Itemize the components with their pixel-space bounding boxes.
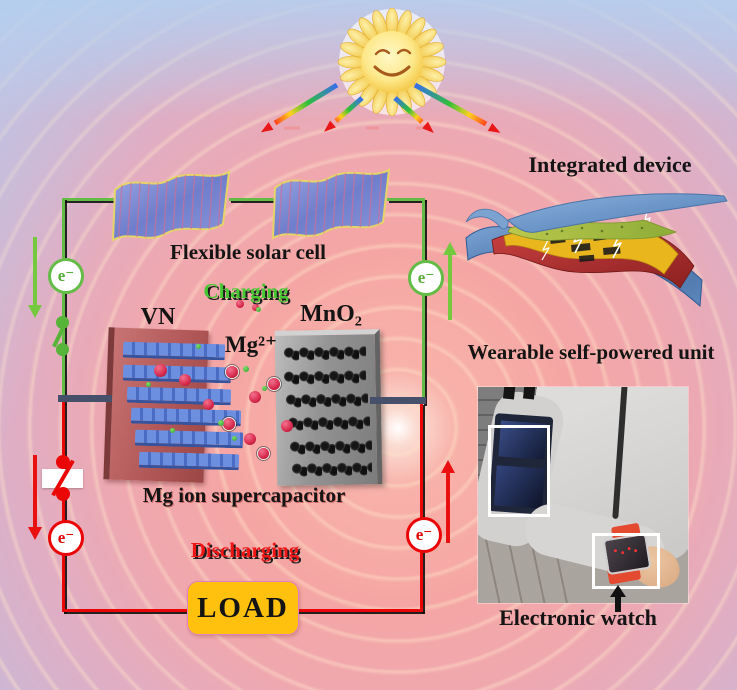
mg-ion <box>258 448 269 459</box>
mno2-sphere-row <box>291 460 373 479</box>
integrated-device-illustration <box>465 193 728 308</box>
armband-strap <box>502 387 517 400</box>
integrated-device-title: Integrated device <box>528 152 692 177</box>
mg-ion <box>249 391 261 403</box>
discharging-label: Discharging <box>190 538 300 562</box>
electrolyte-dot <box>170 428 175 433</box>
mg-ion-label: Mg²⁺ <box>224 332 278 357</box>
vn-nanowire-row <box>122 364 232 384</box>
electronic-watch-caption: Electronic watch <box>499 605 657 630</box>
electrolyte-dot <box>196 344 201 349</box>
electrolyte-dot <box>262 386 267 391</box>
mno2-sphere-row <box>289 438 373 457</box>
mno2-sphere-row <box>283 368 367 387</box>
supercapacitor-caption: Mg ion supercapacitor <box>142 483 346 507</box>
cathode-label: MnO₂ <box>300 301 362 327</box>
charging-wire-top-right <box>387 198 425 201</box>
highlight-box-armband <box>488 425 550 517</box>
electrolyte-dot <box>256 307 261 312</box>
armband-strap <box>522 387 537 400</box>
mg-ion <box>236 300 244 308</box>
discharging-wire-right <box>420 403 423 612</box>
anode-terminal-tab <box>58 395 112 402</box>
vn-nanowire-row <box>122 341 226 361</box>
electrolyte-dot <box>232 436 237 441</box>
vn-nanowire-row <box>134 429 244 449</box>
anode-label: VN <box>140 304 176 330</box>
charging-label: Charging <box>203 279 289 303</box>
electrolyte-dot <box>146 382 151 387</box>
mg-ion <box>154 364 167 377</box>
charging-wire-right <box>422 198 425 404</box>
cathode-terminal-tab <box>370 397 426 404</box>
charging-wire-top-left <box>62 198 126 201</box>
discharging-wire-bottom-right <box>294 609 423 612</box>
wearable-photo <box>478 387 688 603</box>
discharging-wire-left <box>62 402 65 612</box>
mg-ion <box>223 418 235 430</box>
mg-ion <box>268 378 280 390</box>
discharging-wire-bottom-left <box>62 609 190 612</box>
mg-ion <box>203 399 214 410</box>
mg-ion <box>179 374 191 386</box>
solar-cell-caption: Flexible solar cell <box>170 240 326 264</box>
vn-nanowire-row <box>126 386 232 406</box>
charging-wire-left <box>62 198 65 403</box>
electron-icon: e⁻ <box>406 517 442 553</box>
electrolyte-dot <box>218 420 224 426</box>
mno2-sphere-row <box>285 391 369 410</box>
load-box: LOAD <box>187 581 299 635</box>
mg-ion <box>281 420 293 432</box>
flexible-solar-panel-left <box>111 170 231 242</box>
mno2-sphere-row <box>287 414 371 433</box>
flexible-solar-panel-right <box>271 168 391 240</box>
electron-icon: e⁻ <box>408 260 444 296</box>
mno2-sphere-row <box>283 344 367 363</box>
wearable-unit-caption: Wearable self-powered unit <box>467 340 715 364</box>
mg-ion <box>226 366 238 378</box>
electron-icon: e⁻ <box>48 258 84 294</box>
electron-icon: e⁻ <box>48 520 84 556</box>
vn-nanowire-row <box>138 451 240 471</box>
highlight-box-watch <box>592 533 660 589</box>
mg-ion <box>252 304 259 311</box>
charging-wire-between-panels <box>229 198 276 201</box>
mg-ion <box>244 433 256 445</box>
load-label: LOAD <box>197 591 289 624</box>
sunlight-rainbow-arrows-icon <box>260 82 501 134</box>
electrolyte-dot <box>243 366 249 372</box>
